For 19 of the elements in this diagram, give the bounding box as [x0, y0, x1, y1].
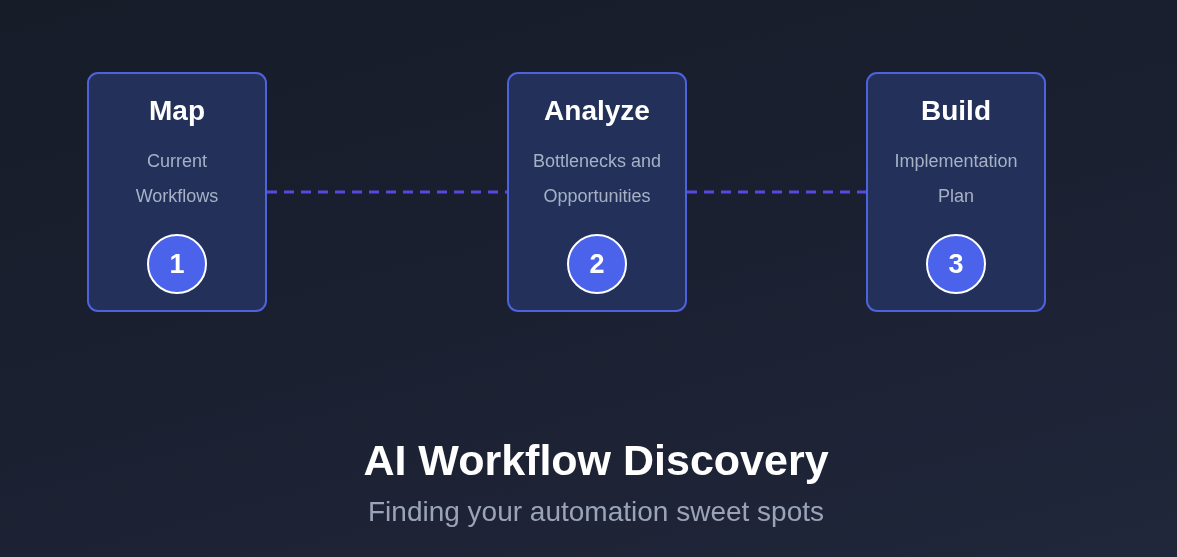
dashed-connector [267, 190, 507, 194]
step-card [866, 72, 1046, 312]
step-title: Analyze [544, 94, 650, 128]
step-card [87, 72, 267, 312]
step-description: Current Workflows [134, 150, 220, 208]
step-number: 1 [169, 249, 185, 279]
step-title: Map [149, 94, 205, 128]
step-card [507, 72, 687, 312]
step-number-circle [567, 234, 627, 294]
step-title: Build [921, 94, 991, 128]
step-description: Implementation Plan [893, 150, 1019, 208]
dashed-connector [687, 190, 866, 194]
step-number-circle [926, 234, 986, 294]
step-number: 3 [948, 249, 964, 279]
page-title: AI Workflow Discovery [363, 435, 829, 485]
page-subtitle: Finding your automation sweet spots [368, 495, 824, 529]
step-number-circle [147, 234, 207, 294]
step-number: 2 [589, 249, 605, 279]
step-description: Bottlenecks and Opportunities [531, 150, 663, 208]
